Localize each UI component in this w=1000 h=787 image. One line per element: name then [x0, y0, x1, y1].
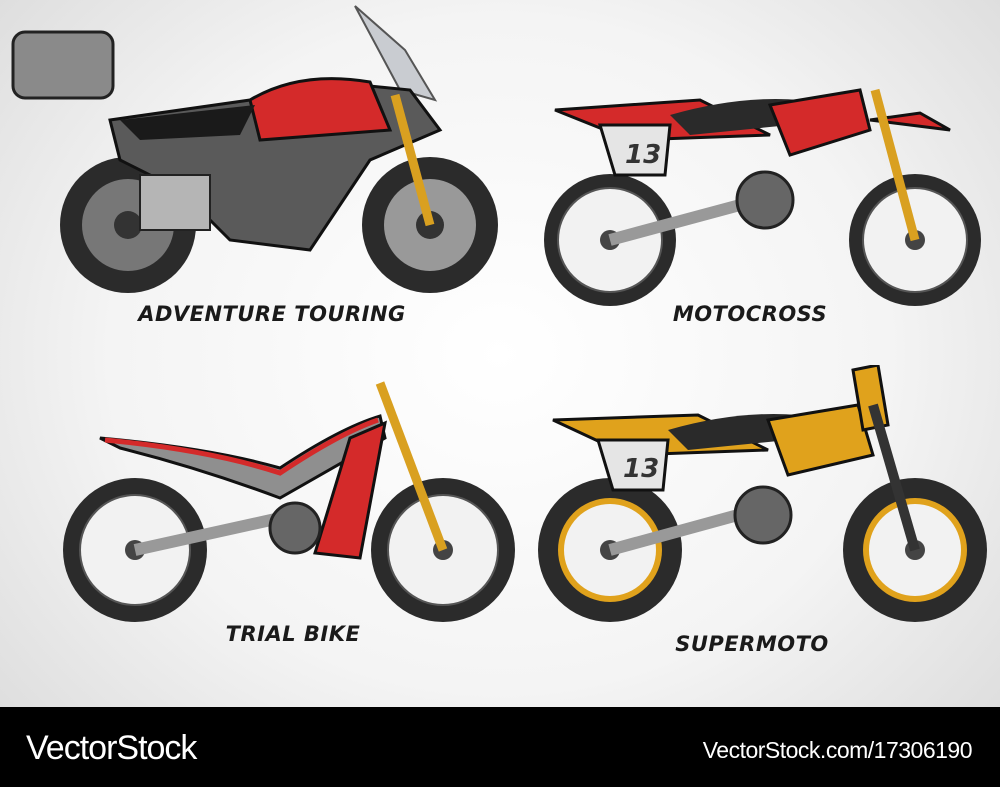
- front-fender: [869, 111, 951, 132]
- engine: [268, 501, 322, 555]
- watermark-bar: VectorStock VectorStock.com/17306190: [0, 707, 1000, 787]
- swingarm: [608, 199, 742, 246]
- fork: [868, 403, 920, 552]
- tank: [248, 77, 393, 142]
- side-panel: [595, 438, 670, 492]
- watermark-brand: VectorStock: [26, 729, 197, 767]
- windscreen: [354, 5, 438, 102]
- red-stripe: [104, 417, 379, 476]
- exhaust: [139, 174, 211, 231]
- label-adventure-touring: ADVENTURE TOURING: [138, 302, 406, 326]
- motocross-illustration: 13: [544, 88, 981, 306]
- fork: [375, 381, 448, 552]
- trial-bike-illustration: [63, 381, 515, 622]
- engine: [735, 170, 795, 230]
- seat: [668, 414, 798, 450]
- side-panel: [597, 123, 672, 177]
- fork: [870, 88, 920, 242]
- rear-wheel: [63, 478, 207, 622]
- seat: [120, 105, 255, 140]
- label-trial-bike: TRIAL BIKE: [225, 622, 361, 646]
- fork: [390, 93, 435, 227]
- adventure-touring-illustration: [11, 5, 498, 293]
- label-supermoto: SUPERMOTO: [675, 632, 829, 656]
- race-number: 13: [625, 140, 661, 170]
- race-number: 13: [623, 454, 659, 484]
- seat: [670, 99, 800, 135]
- tank-shroud: [765, 403, 875, 477]
- swingarm: [133, 512, 282, 556]
- label-motocross: MOTOCROSS: [672, 302, 828, 326]
- supermoto-illustration: 13: [538, 365, 987, 622]
- frame-panel: [313, 420, 387, 560]
- watermark-url: VectorStock.com/17306190: [702, 737, 973, 763]
- engine: [733, 485, 793, 545]
- tank-shroud: [767, 88, 872, 157]
- top-case: [11, 30, 115, 100]
- swingarm: [608, 509, 740, 556]
